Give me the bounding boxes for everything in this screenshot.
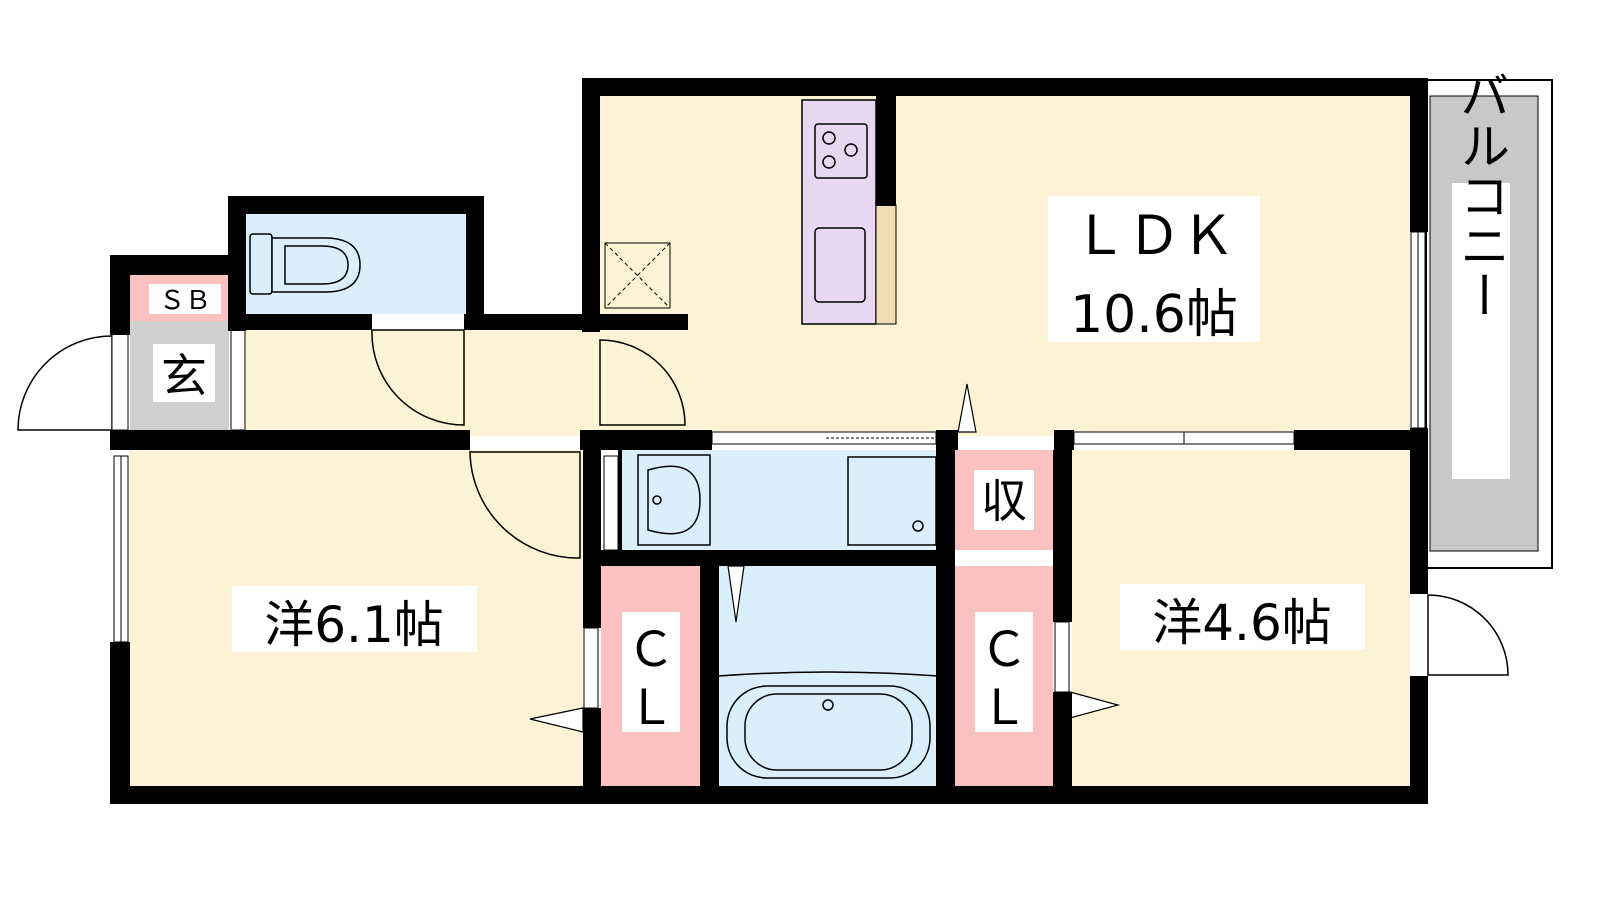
toilet-door: [371, 329, 465, 426]
entrance-door: [17, 335, 113, 431]
refrigerator-space-icon: [604, 242, 671, 309]
western-room-b-label: 洋4.6帖: [1152, 594, 1332, 652]
doors: [17, 329, 1509, 676]
wash-basin-icon: [637, 454, 711, 546]
ldk-floor: [600, 96, 1410, 436]
western-room-a-label: 洋6.1帖: [264, 596, 444, 654]
ldk-size-label: 10.6帖: [1070, 285, 1238, 345]
closet-a-label-1: Ｃ: [627, 622, 675, 678]
closet-a-label-2: Ｌ: [627, 680, 675, 736]
storage-label: 収: [981, 474, 1027, 528]
balcony-label: バルコニー: [1452, 70, 1510, 320]
kitchen-counter: [801, 99, 897, 325]
western-a-door: [469, 451, 581, 559]
ldk-name-label: ＬＤＫ: [1073, 204, 1235, 267]
stove-icon: [814, 123, 868, 179]
closet-b-label-2: Ｌ: [980, 680, 1028, 736]
entrance-label: 玄: [161, 349, 207, 403]
bathtub-icon: [718, 671, 939, 779]
toilet-icon: [249, 233, 361, 295]
sliding-door-markers: [529, 383, 1121, 733]
ldk-door: [599, 339, 686, 426]
room-labels: ＬＤＫ 10.6帖 洋6.1帖 洋4.6帖 Ｃ Ｌ Ｃ Ｌ 収 玄 ＳＢ バルコ…: [149, 70, 1510, 736]
closet-b-label-1: Ｃ: [980, 622, 1028, 678]
walls: [110, 78, 1428, 804]
western-b-door: [1427, 594, 1509, 676]
washing-machine-space-icon: [847, 456, 937, 546]
sink-icon: [814, 227, 866, 303]
shoe-box-label: ＳＢ: [159, 286, 211, 316]
